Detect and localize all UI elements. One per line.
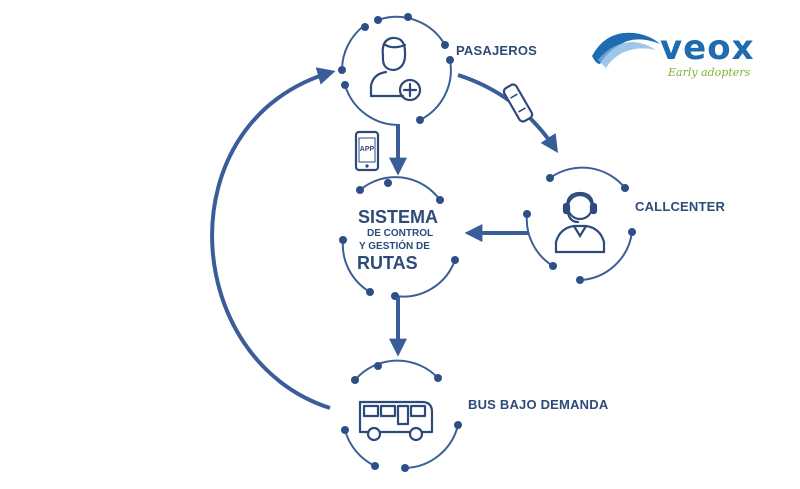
bus-label: BUS BAJO DEMANDA <box>468 397 609 412</box>
ring-callcenter <box>525 166 633 281</box>
veox-logo-tagline: Early adopters <box>668 66 751 79</box>
ring-callcenter-dots <box>523 174 636 284</box>
sistema-title: SISTEMA <box>358 207 439 227</box>
headset-operator-icon <box>554 191 606 254</box>
user-plus-icon <box>369 36 422 102</box>
pasajeros-label: PASAJEROS <box>456 43 538 58</box>
sistema-subtitle-2: Y GESTIÓN DE <box>359 241 430 252</box>
sistema-subtitle-1: DE CONTROL <box>367 228 434 239</box>
bus-icon <box>358 400 434 442</box>
ring-bus <box>344 359 459 469</box>
phone-icon <box>502 83 534 123</box>
ring-bus-dots <box>341 362 462 472</box>
smartphone-app-icon <box>354 130 380 172</box>
sistema-rutas: RUTAS <box>357 253 418 273</box>
veox-logo-swoosh <box>592 32 660 68</box>
ring-sistema <box>341 176 456 298</box>
veox-logo-text: veox <box>660 28 755 68</box>
app-badge: APP <box>359 146 375 153</box>
ring-pasajeros-dots <box>338 13 454 124</box>
ring-pasajeros <box>341 15 452 127</box>
arrow-bus-to-pasajeros <box>210 67 336 410</box>
ring-sistema-dots <box>339 179 459 300</box>
callcenter-label: CALLCENTER <box>635 199 726 214</box>
